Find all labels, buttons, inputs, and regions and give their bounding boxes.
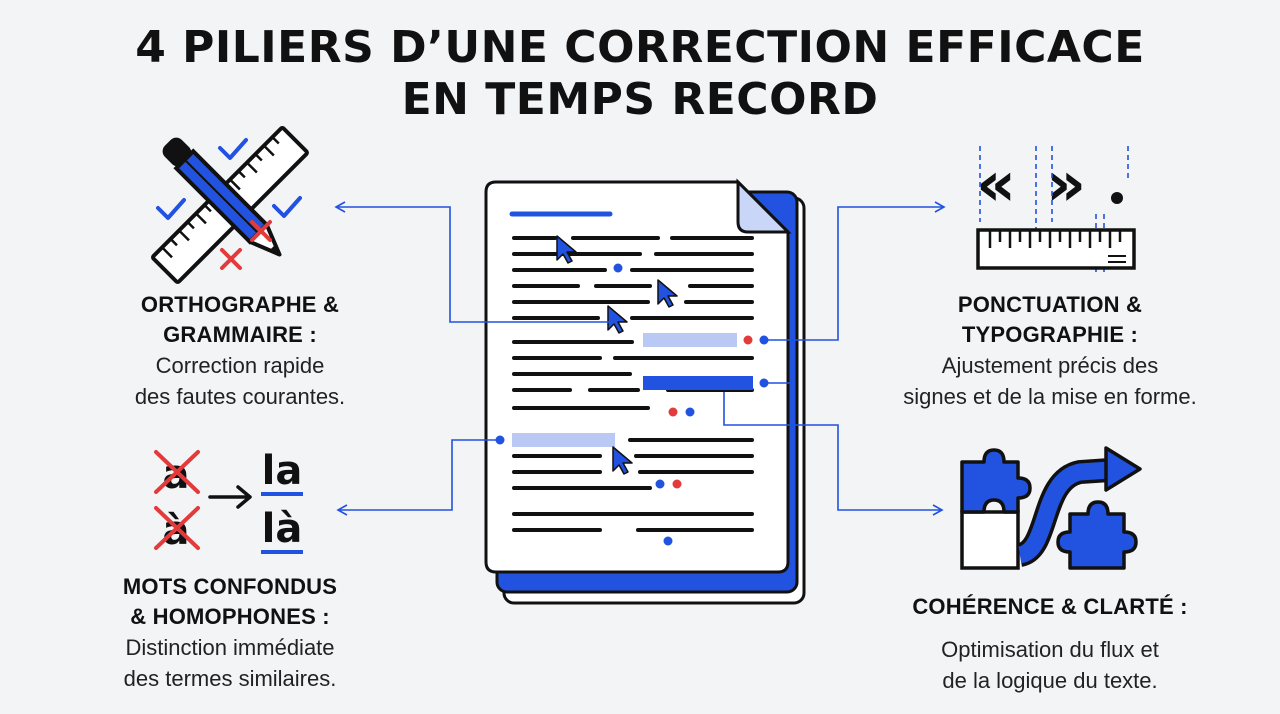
pillar-description: Correction rapide — [155, 353, 325, 378]
homophones-icon: a à la là — [154, 448, 303, 554]
pillar-description: signes et de la mise en forme. — [903, 384, 1197, 409]
arrow-right-icon — [208, 485, 252, 509]
pillar-spelling: ORTHOGRAPHE & GRAMMAIRE : Correction rap… — [90, 290, 390, 412]
cursor-icon — [556, 235, 577, 264]
pillar-description: Ajustement précis des — [941, 353, 1159, 378]
highlight-light-2 — [512, 433, 615, 447]
connector-punctuation — [764, 201, 946, 341]
quotes-ruler-icon: « » — [976, 146, 1136, 272]
pillar-heading: COHÉRENCE & CLARTÉ : — [912, 594, 1188, 619]
highlight-light-1 — [643, 333, 737, 347]
cursor-icon — [607, 305, 628, 334]
connectors — [334, 201, 946, 516]
front-page — [484, 180, 790, 574]
puzzle-arrow-icon — [960, 446, 1142, 570]
cursor-icon — [612, 446, 633, 475]
pencil-ruler-icon — [151, 126, 309, 284]
page-title: 4 PILIERS D’UNE CORRECTION EFFICACE EN T… — [0, 22, 1280, 126]
right-word-la-accent: là — [262, 506, 303, 552]
pillar-homophones: MOTS CONFONDUS & HOMOPHONES : Distinctio… — [80, 572, 380, 694]
pillar-punctuation: PONCTUATION & TYPOGRAPHIE : Ajustement p… — [880, 290, 1220, 412]
pillar-description: de la logique du texte. — [942, 668, 1158, 693]
connector-coherence — [723, 392, 944, 516]
connector-homophones — [336, 439, 500, 516]
pillar-description: Distinction immédiate — [125, 635, 335, 660]
right-word-la: la — [262, 448, 303, 494]
connector-spelling — [334, 201, 610, 323]
pillar-heading: TYPOGRAPHIE : — [961, 322, 1139, 347]
cursor-icons — [556, 235, 678, 475]
pillar-heading: ORTHOGRAPHE & — [140, 292, 340, 317]
title-line-1: 4 PILIERS D’UNE CORRECTION EFFICACE — [135, 22, 1145, 73]
marker-dots — [613, 263, 753, 546]
cross-icon — [154, 450, 200, 550]
connector-dots — [495, 335, 769, 445]
cursor-icon — [657, 279, 678, 308]
pillar-description: des fautes courantes. — [134, 384, 346, 409]
pillar-description: des termes similaires. — [123, 666, 337, 691]
folded-corner — [736, 178, 792, 234]
pillar-heading: MOTS CONFONDUS — [122, 574, 338, 599]
pillar-heading: PONCTUATION & — [957, 292, 1143, 317]
period-icon — [1111, 192, 1123, 204]
pillar-description: Optimisation du flux et — [941, 637, 1159, 662]
pillar-heading: GRAMMAIRE : — [163, 322, 317, 347]
guillemet-open-icon: « — [976, 147, 1016, 220]
title-line-2: EN TEMPS RECORD — [401, 74, 879, 125]
document-icon — [484, 178, 806, 605]
pillar-coherence: COHÉRENCE & CLARTÉ : Optimisation du flu… — [880, 592, 1220, 696]
pillar-heading: & HOMOPHONES : — [130, 604, 330, 629]
highlight-strong — [643, 376, 753, 390]
